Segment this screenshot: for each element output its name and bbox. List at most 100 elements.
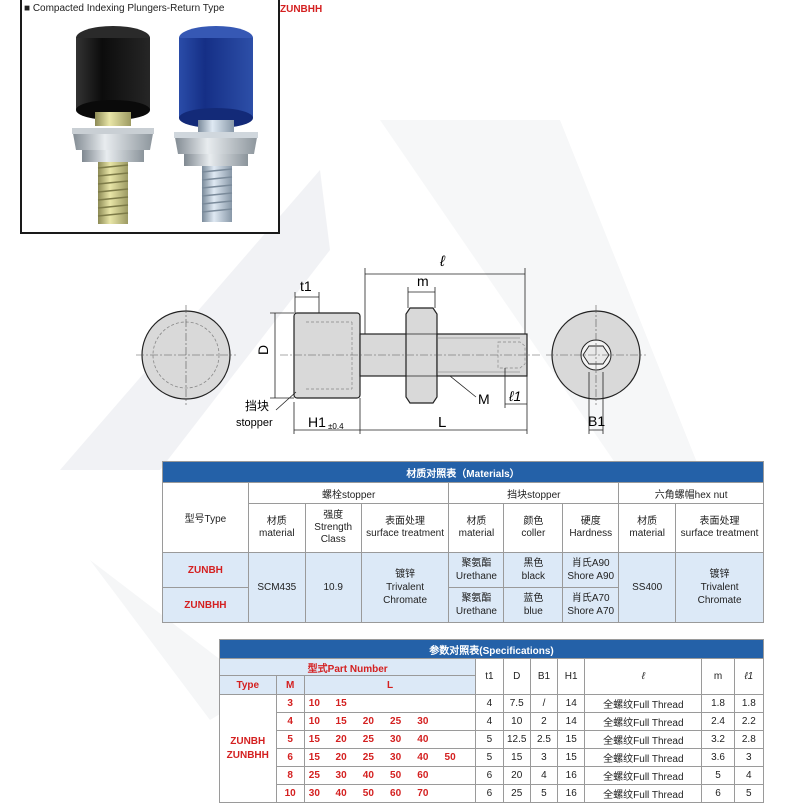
bolt-material-cell: SCM435 xyxy=(247,552,306,623)
D-cell: 15 xyxy=(502,748,531,767)
l1-cell: 2.8 xyxy=(733,730,765,749)
length-option-cell: 20 xyxy=(331,748,359,767)
technical-drawing: ℓ t1 m D 挡块 stopper H1 ±0.4 L M ℓ1 B1 xyxy=(136,253,646,434)
type-cell: ZUNBH xyxy=(162,552,249,588)
H1-cell: 15 xyxy=(557,730,586,749)
header-M: M xyxy=(275,675,305,695)
l1-cell: 2.2 xyxy=(733,712,765,731)
B1-cell: 2.5 xyxy=(529,730,559,749)
header-L: L xyxy=(303,675,477,695)
header-t1: t1 xyxy=(475,658,504,695)
m-size-cell: 4 xyxy=(275,712,305,731)
stopper-label-en: stopper xyxy=(236,417,273,429)
m-cell: 1.8 xyxy=(701,694,735,713)
t1-cell: 4 xyxy=(475,694,504,713)
m-cell: 2.4 xyxy=(701,712,735,731)
product-photo-panel: ■ Compacted Indexing Plungers-Return Typ… xyxy=(20,0,280,234)
m-size-cell: 5 xyxy=(275,730,305,749)
length-option-cell xyxy=(358,694,387,713)
m-size-cell: 6 xyxy=(275,748,305,767)
l1-cell: 3 xyxy=(733,748,765,767)
length-option-cell xyxy=(440,766,477,785)
m-cell: 3.2 xyxy=(701,730,735,749)
D-cell: 20 xyxy=(502,766,531,785)
dim-l1: ℓ1 xyxy=(508,388,521,404)
thread-cell: 全螺纹Full Thread xyxy=(584,694,703,713)
length-option-cell xyxy=(440,712,477,731)
length-option-cell: 50 xyxy=(386,766,414,785)
length-option-cell: 15 xyxy=(331,712,359,731)
m-cell: 5 xyxy=(701,766,735,785)
D-cell: 7.5 xyxy=(502,694,531,713)
dim-m: m xyxy=(417,273,429,289)
brand-label: ZUNBHH xyxy=(280,4,323,15)
length-option-cell: 15 xyxy=(303,748,332,767)
length-option-cell: 20 xyxy=(358,712,387,731)
materials-group-nut: 六角螺帽hex nut xyxy=(618,482,764,504)
length-option-cell: 30 xyxy=(413,712,441,731)
header-l1: ℓ1 xyxy=(733,658,765,695)
length-option-cell: 50 xyxy=(440,748,477,767)
dim-t1: t1 xyxy=(300,278,312,294)
H1-cell: 14 xyxy=(557,694,586,713)
t1-cell: 5 xyxy=(475,730,504,749)
H1-cell: 14 xyxy=(557,712,586,731)
materials-type-header: 型号Type xyxy=(162,482,249,553)
length-option-cell: 40 xyxy=(413,748,441,767)
D-cell: 12.5 xyxy=(502,730,531,749)
header-l: ℓ xyxy=(584,658,703,695)
product-photo xyxy=(72,26,258,224)
specifications-table: 参数对照表(Specifications) 型式Part Number t1 D… xyxy=(218,639,765,803)
dim-H1-tol: ±0.4 xyxy=(328,422,344,431)
length-option-cell: 30 xyxy=(331,766,359,785)
dim-L: L xyxy=(438,414,446,431)
dim-H1: H1 xyxy=(308,414,326,430)
B1-cell: 3 xyxy=(529,748,559,767)
side-view xyxy=(280,307,540,404)
dim-M: M xyxy=(478,391,490,407)
header-D: D xyxy=(502,658,531,695)
header-type: Type xyxy=(219,675,277,695)
length-option-cell: 10 xyxy=(303,712,332,731)
materials-group-stopper: 挡块stopper xyxy=(448,482,620,504)
H1-cell: 16 xyxy=(557,766,586,785)
thread-cell: 全螺纹Full Thread xyxy=(584,766,703,785)
B1-cell: 4 xyxy=(529,766,559,785)
length-option-cell: 25 xyxy=(303,766,332,785)
dimension-lines xyxy=(270,268,604,434)
bolt-strength-cell: 10.9 xyxy=(304,552,362,623)
nut-material-cell: SS400 xyxy=(618,552,677,623)
dim-l: ℓ xyxy=(439,253,446,270)
length-option-cell: 20 xyxy=(331,730,359,749)
dim-D: D xyxy=(255,345,271,355)
length-option-cell: 30 xyxy=(386,748,414,767)
thread-cell: 全螺纹Full Thread xyxy=(584,748,703,767)
l1-cell: 1.8 xyxy=(733,694,765,713)
materials-title: 材质对照表（Materials） xyxy=(162,461,764,483)
length-option-cell xyxy=(413,694,441,713)
photo-caption: ■ Compacted Indexing Plungers-Return Typ… xyxy=(24,3,225,14)
m-size-cell: 3 xyxy=(275,694,305,713)
length-option-cell: 30 xyxy=(386,730,414,749)
m-size-cell: 8 xyxy=(275,766,305,785)
